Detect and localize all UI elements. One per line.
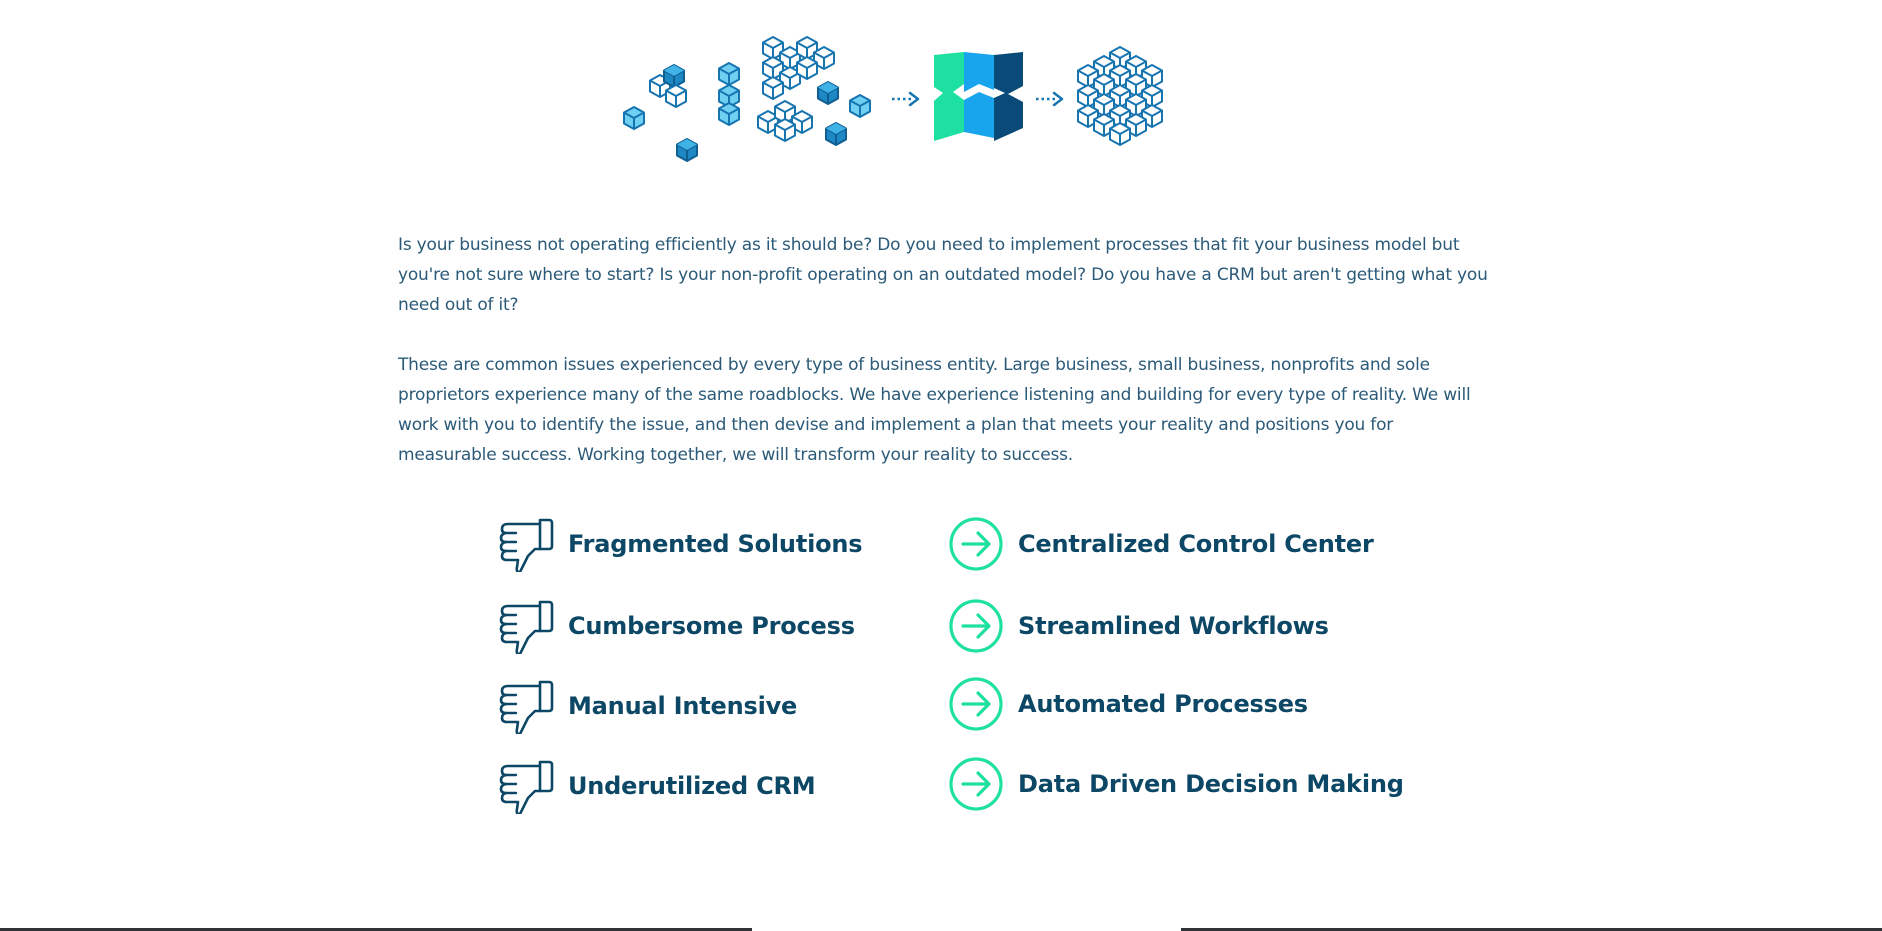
organized-cube-stack bbox=[1077, 46, 1163, 146]
arrow-circle-right-icon bbox=[949, 517, 1003, 571]
arrow-circle-right-icon bbox=[949, 677, 1003, 731]
dotted-arrow-icon bbox=[892, 91, 920, 107]
solution-item: Centralized Control Center bbox=[948, 516, 1374, 572]
intro-text: Is your business not operating efficient… bbox=[398, 230, 1488, 500]
problem-item: Manual Intensive bbox=[498, 678, 797, 734]
problem-label: Cumbersome Process bbox=[568, 612, 855, 640]
problem-item: Fragmented Solutions bbox=[498, 516, 863, 572]
thumbs-down-icon bbox=[499, 680, 554, 734]
thumbs-down-icon bbox=[499, 760, 554, 814]
solution-item: Streamlined Workflows bbox=[948, 598, 1329, 654]
problem-item: Cumbersome Process bbox=[498, 598, 855, 654]
dotted-arrow-icon bbox=[1036, 91, 1064, 107]
fragmented-to-organized-illustration bbox=[623, 36, 1163, 162]
problem-item: Underutilized CRM bbox=[498, 758, 816, 814]
arrow-circle-right-icon bbox=[949, 599, 1003, 653]
solution-item: Automated Processes bbox=[948, 676, 1308, 732]
solution-item: Data Driven Decision Making bbox=[948, 756, 1404, 812]
solution-label: Streamlined Workflows bbox=[1018, 612, 1329, 640]
problem-label: Fragmented Solutions bbox=[568, 530, 863, 558]
scattered-cubes bbox=[623, 36, 871, 162]
solution-label: Centralized Control Center bbox=[1018, 530, 1374, 558]
problem-label: Underutilized CRM bbox=[568, 772, 816, 800]
hero-illustration bbox=[0, 0, 1882, 180]
intro-paragraph-1: Is your business not operating efficient… bbox=[398, 235, 1488, 315]
footer-divider bbox=[0, 928, 752, 931]
problem-solution-comparison: Fragmented Solutions Cumbersome Process … bbox=[498, 514, 1404, 814]
footer-divider bbox=[1181, 928, 1882, 931]
thumbs-down-icon bbox=[499, 600, 554, 654]
solution-label: Data Driven Decision Making bbox=[1018, 770, 1404, 798]
logo-mark-icon bbox=[934, 52, 1023, 141]
arrow-circle-right-icon bbox=[949, 757, 1003, 811]
intro-paragraph-2: These are common issues experienced by e… bbox=[398, 355, 1471, 465]
problem-label: Manual Intensive bbox=[568, 692, 798, 720]
thumbs-down-icon bbox=[499, 518, 554, 572]
solution-label: Automated Processes bbox=[1018, 690, 1308, 718]
